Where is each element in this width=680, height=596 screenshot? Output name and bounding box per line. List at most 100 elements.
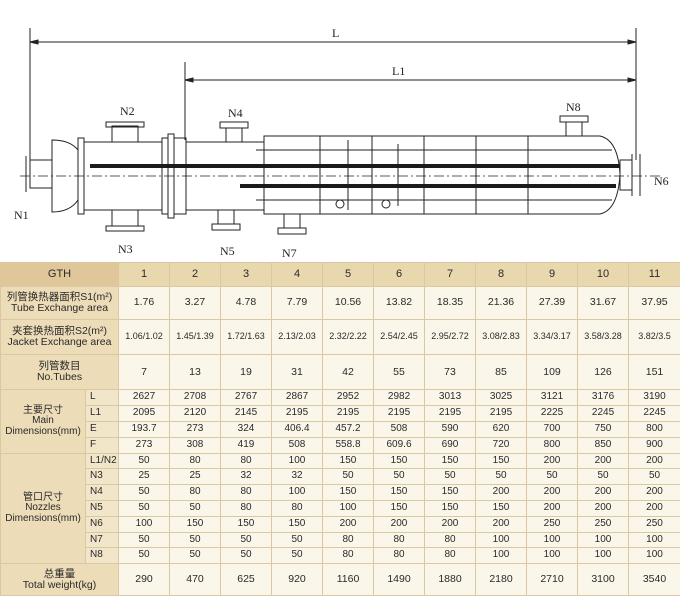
value-cell: 3.34/3.17 <box>526 318 579 356</box>
value-cell: 2867 <box>271 389 324 407</box>
gth-column-header: 6 <box>373 262 426 287</box>
value-cell: 800 <box>526 436 579 454</box>
value-cell: 3013 <box>424 389 477 407</box>
value-cell: 2195 <box>373 405 426 422</box>
value-cell: 150 <box>373 499 426 517</box>
nozzle-N4-label: N4 <box>228 106 243 120</box>
value-cell: 13 <box>169 354 222 391</box>
nozzle-label: N8 <box>84 547 120 565</box>
value-cell: 720 <box>475 436 528 454</box>
value-cell: 150 <box>322 452 375 470</box>
nozzle-label: N3 <box>84 468 120 486</box>
value-cell: 200 <box>628 499 680 517</box>
value-cell: 2245 <box>577 405 630 422</box>
value-cell: 200 <box>577 499 630 517</box>
value-cell: 700 <box>526 420 579 438</box>
value-cell: 273 <box>169 420 222 438</box>
value-cell: 50 <box>169 547 222 565</box>
value-cell: 900 <box>628 436 680 454</box>
value-cell: 1.06/1.02 <box>118 318 171 356</box>
value-cell: 3025 <box>475 389 528 407</box>
value-cell: 508 <box>373 420 426 438</box>
value-cell: 200 <box>577 484 630 501</box>
value-cell: 100 <box>526 547 579 565</box>
dimension-label: F <box>84 436 120 454</box>
value-cell: 406.4 <box>271 420 324 438</box>
value-cell: 200 <box>628 484 680 501</box>
gth-column-header: 10 <box>577 262 630 287</box>
value-cell: 200 <box>526 499 579 517</box>
value-cell: 200 <box>577 452 630 470</box>
main-dimensions-header-line: Dimensions(mm) <box>5 425 81 437</box>
value-cell: 50 <box>628 468 680 486</box>
nozzle-N3-label: N3 <box>118 242 133 256</box>
nozzles-header-line: Dimensions(mm) <box>5 512 81 524</box>
value-cell: 80 <box>373 531 426 549</box>
value-cell: 31 <box>271 354 324 391</box>
value-cell: 1.45/1.39 <box>169 318 222 356</box>
value-cell: 2952 <box>322 389 375 407</box>
value-cell: 85 <box>475 354 528 391</box>
value-cell: 50 <box>118 499 171 517</box>
dimension-label: L1 <box>84 405 120 422</box>
value-cell: 2195 <box>424 405 477 422</box>
value-cell: 50 <box>118 452 171 470</box>
value-cell: 50 <box>373 468 426 486</box>
value-cell: 80 <box>220 452 273 470</box>
value-cell: 32 <box>271 468 324 486</box>
value-cell: 100 <box>628 547 680 565</box>
value-cell: 100 <box>271 484 324 501</box>
value-cell: 920 <box>271 563 324 596</box>
nozzles-header-line: 管口尺寸 <box>23 491 63 503</box>
value-cell: 7 <box>118 354 171 391</box>
value-cell: 250 <box>577 515 630 533</box>
value-cell: 50 <box>526 468 579 486</box>
gth-column-header: 9 <box>526 262 579 287</box>
value-cell: 1160 <box>322 563 375 596</box>
dimension-label: E <box>84 420 120 438</box>
value-cell: 2708 <box>169 389 222 407</box>
value-cell: 850 <box>577 436 630 454</box>
value-cell: 50 <box>577 468 630 486</box>
value-cell: 50 <box>169 531 222 549</box>
value-cell: 80 <box>322 547 375 565</box>
gth-column-header: 1 <box>118 262 171 287</box>
value-cell: 590 <box>424 420 477 438</box>
nozzle-N7-label: N7 <box>282 246 297 260</box>
value-cell: 21.36 <box>475 285 528 320</box>
value-cell: 150 <box>373 452 426 470</box>
value-cell: 50 <box>118 547 171 565</box>
value-cell: 80 <box>220 484 273 501</box>
value-cell: 27.39 <box>526 285 579 320</box>
value-cell: 3.58/3.28 <box>577 318 630 356</box>
value-cell: 2120 <box>169 405 222 422</box>
value-cell: 2.32/2.22 <box>322 318 375 356</box>
value-cell: 250 <box>628 515 680 533</box>
value-cell: 3.08/2.83 <box>475 318 528 356</box>
dimension-L1-label: L1 <box>392 64 406 78</box>
value-cell: 3.82/3.5 <box>628 318 680 356</box>
value-cell: 50 <box>118 484 171 501</box>
value-cell: 1.76 <box>118 285 171 320</box>
value-cell: 193.7 <box>118 420 171 438</box>
value-cell: 2.54/2.45 <box>373 318 426 356</box>
value-cell: 2627 <box>118 389 171 407</box>
value-cell: 37.95 <box>628 285 680 320</box>
tube-area-header-line: Tube Exchange area <box>10 301 109 314</box>
value-cell: 73 <box>424 354 477 391</box>
value-cell: 2180 <box>475 563 528 596</box>
value-cell: 100 <box>322 499 375 517</box>
nozzle-N8-label: N8 <box>566 100 581 114</box>
value-cell: 80 <box>424 547 477 565</box>
value-cell: 100 <box>577 531 630 549</box>
value-cell: 150 <box>475 499 528 517</box>
gth-column-header: 5 <box>322 262 375 287</box>
value-cell: 625 <box>220 563 273 596</box>
value-cell: 100 <box>577 547 630 565</box>
gth-column-header: 8 <box>475 262 528 287</box>
value-cell: 470 <box>169 563 222 596</box>
